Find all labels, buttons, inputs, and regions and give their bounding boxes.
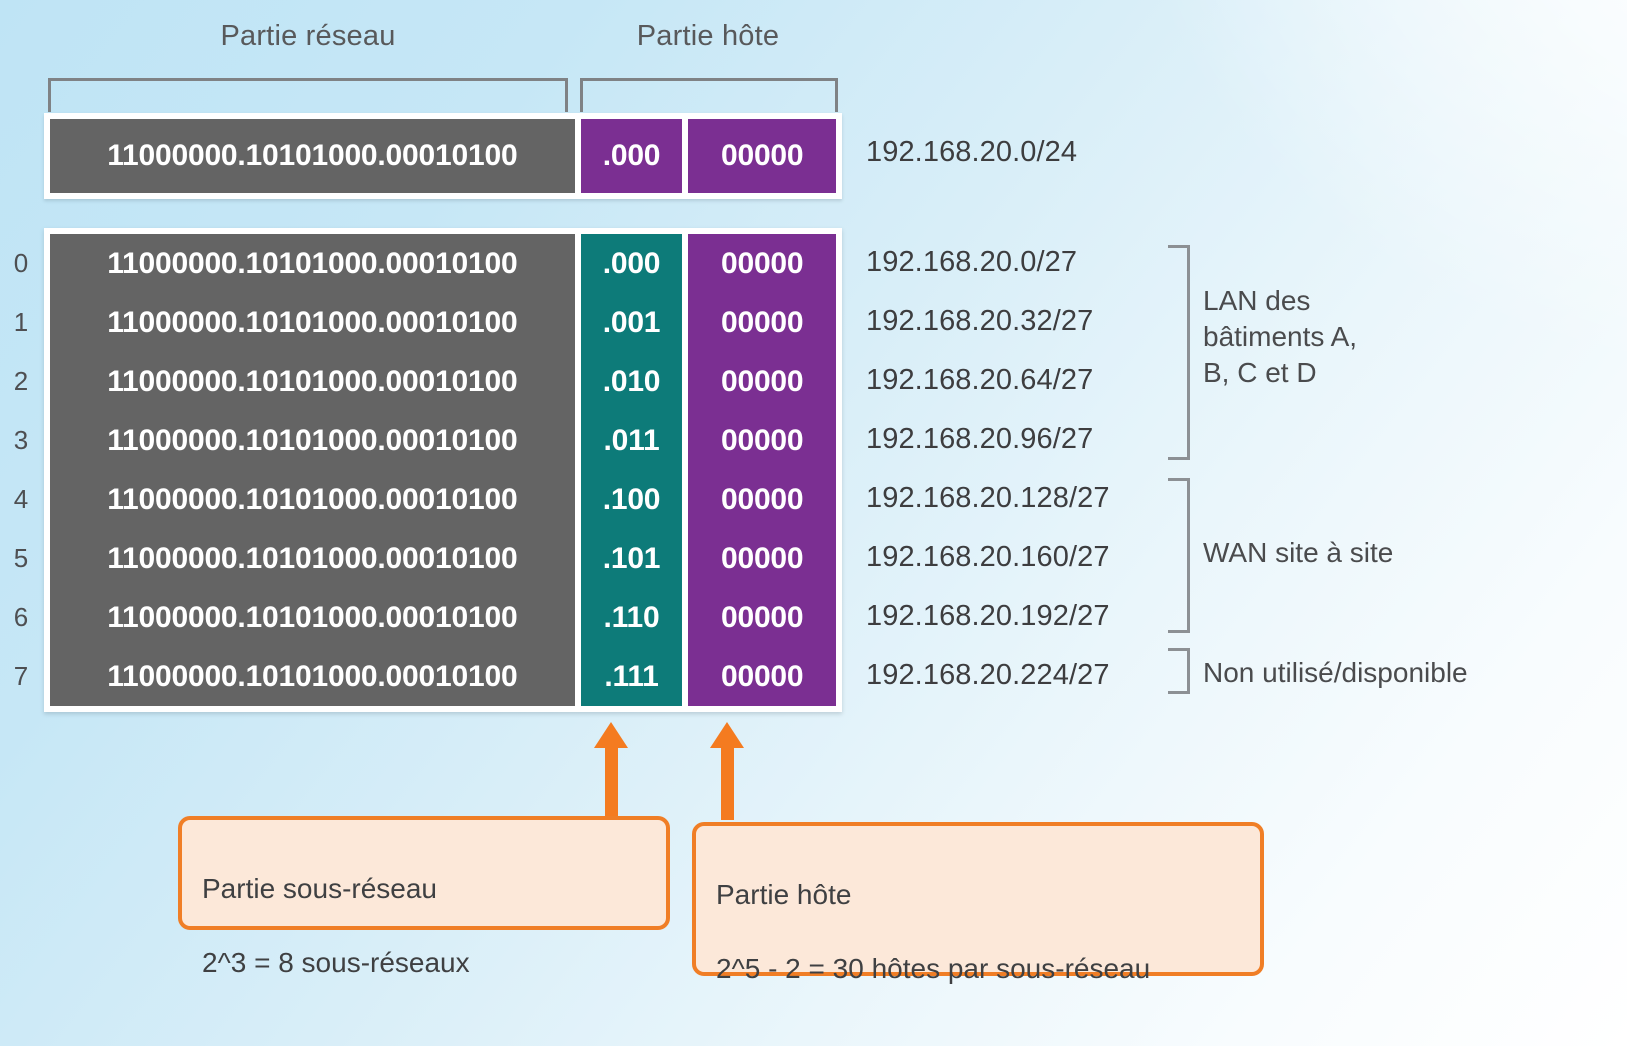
subnet-bits-column: .000 .001 .010 .011 .100 .101 .110 .111	[580, 234, 683, 706]
callout-host-detail: 2^5 - 2 = 30 hôtes par sous-réseau	[716, 952, 1151, 984]
table-cell: 00000	[720, 482, 804, 516]
subnet-address: 192.168.20.32/27	[866, 305, 1094, 337]
table-cell: 11000000.10101000.00010100	[107, 423, 518, 457]
bracket-host-part	[580, 78, 838, 112]
table-cell: .011	[603, 423, 660, 457]
header-label-host-part: Partie hôte	[636, 20, 780, 52]
table-cell: .001	[602, 305, 661, 339]
table-cell: .101	[602, 541, 661, 575]
parent-host-bits: 00000	[688, 119, 836, 193]
subnet-address: 192.168.20.192/27	[866, 600, 1110, 632]
subnet-address: 192.168.20.64/27	[866, 364, 1094, 396]
table-cell: 00000	[720, 423, 804, 457]
group-label-lan: LAN des bâtiments A, B, C et D	[1203, 285, 1358, 388]
table-cell: .111	[604, 659, 659, 693]
table-cell: 00000	[720, 364, 804, 398]
group-label-wan: WAN site à site	[1203, 537, 1394, 568]
arrow-shaft-subnet	[605, 748, 618, 820]
callout-subnet-part: Partie sous-réseau 2^3 = 8 sous-réseaux	[178, 816, 670, 978]
table-cell: .110	[603, 600, 660, 634]
row-index: 0	[13, 248, 29, 278]
table-cell: 11000000.10101000.00010100	[107, 541, 518, 575]
parent-subnet-bits: .000	[580, 119, 683, 193]
row-index: 1	[13, 307, 29, 337]
parent-network-row: 11000000.10101000.00010100 .000 00000	[44, 113, 842, 199]
callout-host-part: Partie hôte 2^5 - 2 = 30 hôtes par sous-…	[692, 822, 1264, 984]
arrow-head-subnet	[594, 722, 628, 748]
row-index: 5	[13, 543, 29, 573]
table-cell: 00000	[720, 305, 804, 339]
group-bracket-unused	[1168, 648, 1190, 694]
table-cell: 00000	[720, 659, 804, 693]
bracket-network-part	[48, 78, 568, 112]
table-cell: 11000000.10101000.00010100	[107, 364, 518, 398]
callout-subnet-detail: 2^3 = 8 sous-réseaux	[202, 946, 470, 978]
table-cell: 00000	[720, 541, 804, 575]
subnet-address: 192.168.20.0/27	[866, 246, 1078, 278]
header-label-network-part: Partie réseau	[220, 20, 396, 52]
table-cell: 11000000.10101000.00010100	[107, 659, 518, 693]
subnet-network-bits-column: 11000000.10101000.00010100 11000000.1010…	[50, 234, 575, 706]
arrow-head-host	[710, 722, 744, 748]
arrow-shaft-host	[721, 748, 734, 820]
subnet-address: 192.168.20.96/27	[866, 423, 1094, 455]
group-label-unused: Non utilisé/disponible	[1203, 657, 1468, 688]
host-bits-column: 00000 00000 00000 00000 00000 00000 0000…	[688, 234, 836, 706]
subnet-address: 192.168.20.128/27	[866, 482, 1110, 514]
table-cell: 11000000.10101000.00010100	[107, 482, 518, 516]
parent-network-bits: 11000000.10101000.00010100	[50, 119, 575, 193]
table-cell: 11000000.10101000.00010100	[107, 246, 518, 280]
table-cell: .000	[602, 246, 661, 280]
table-cell: 11000000.10101000.00010100	[107, 600, 518, 634]
subnet-table: 11000000.10101000.00010100 11000000.1010…	[44, 228, 842, 712]
row-index: 3	[13, 425, 29, 455]
row-index: 6	[13, 602, 29, 632]
callout-host-title: Partie hôte	[716, 878, 852, 910]
subnet-address: 192.168.20.160/27	[866, 541, 1110, 573]
row-index: 7	[13, 661, 29, 691]
row-index: 4	[13, 484, 29, 514]
table-cell: 00000	[720, 246, 804, 280]
table-cell: 00000	[720, 600, 804, 634]
table-cell: .010	[602, 364, 661, 398]
subnet-address: 192.168.20.224/27	[866, 659, 1110, 691]
table-cell: .100	[602, 482, 661, 516]
group-bracket-wan	[1168, 478, 1190, 633]
table-cell: 11000000.10101000.00010100	[107, 305, 518, 339]
group-bracket-lan	[1168, 245, 1190, 460]
row-index: 2	[13, 366, 29, 396]
parent-network-address: 192.168.20.0/24	[866, 136, 1078, 168]
callout-subnet-title: Partie sous-réseau	[202, 872, 438, 904]
